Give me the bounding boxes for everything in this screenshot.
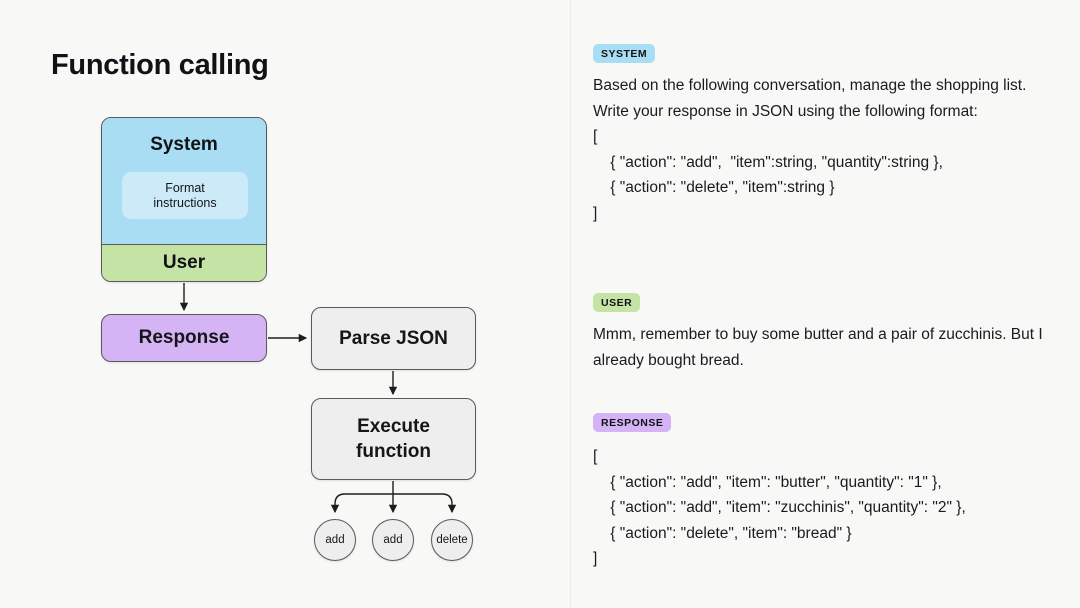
function-call-circle-add-1[interactable]: add [314,519,356,561]
parse-json-node-label: Parse JSON [339,327,448,349]
connector-lines [179,283,457,514]
parse-json-node[interactable]: Parse JSON [311,307,476,370]
user-prose: Mmm, remember to buy some butter and a p… [593,326,1047,369]
panel-divider [570,0,571,608]
system-node-label: System [150,134,218,155]
response-node-label: Response [138,327,230,348]
user-node-label: User [162,252,206,273]
role-badge-system: SYSTEM [593,44,656,63]
system-prose: Based on the following conversation, man… [593,77,1031,120]
role-badge-response: RESPONSE [593,413,672,432]
function-call-label: delete [436,534,468,546]
diagram-panel: Function calling [51,49,476,561]
system-code-block: [ { "action": "add", "item":string, "qua… [593,128,943,222]
function-call-circle-delete[interactable]: delete [431,519,473,561]
transcript-panel: SYSTEM Based on the following conversati… [571,0,1080,608]
function-call-circle-add-2[interactable]: add [372,519,414,561]
page-title: Function calling [51,49,269,81]
user-section: User [102,244,266,281]
function-call-label: add [325,534,345,546]
role-badge-user: USER [593,293,641,312]
transcript-message-response: RESPONSE [ { "action": "add", "item": "b… [593,413,1063,572]
function-call-label: add [383,534,403,546]
transcript-message-user: USER Mmm, remember to buy some butter an… [593,293,1063,373]
response-node[interactable]: Response [101,314,267,362]
response-code-block: [ { "action": "add", "item": "butter", "… [593,448,966,567]
transcript-message-system: SYSTEM Based on the following conversati… [593,44,1063,226]
